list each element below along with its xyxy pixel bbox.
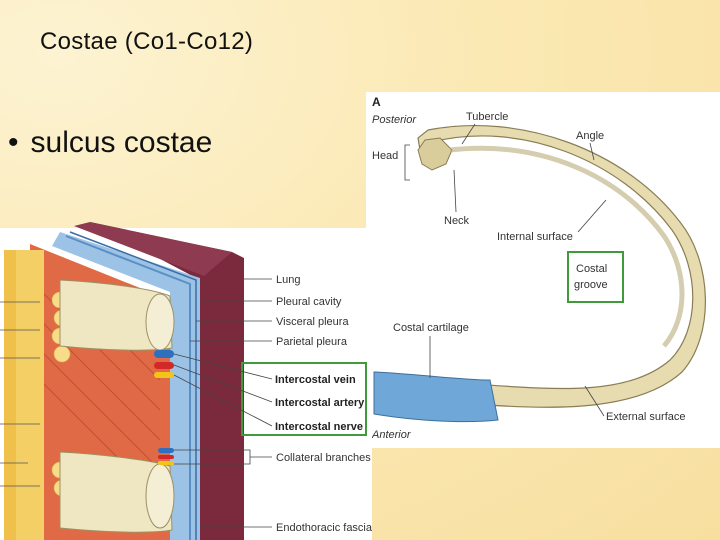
label-intercostal-artery: Intercostal artery [275, 397, 365, 409]
costal-cartilage [373, 371, 499, 423]
label-endothoracic-fascia: Endothoracic fascia [276, 522, 373, 534]
bullet-text: sulcus costae [30, 126, 213, 159]
collateral-nerve-shape [158, 461, 174, 465]
visceral-pleura-line [69, 231, 197, 540]
upper-rib-section [59, 279, 173, 351]
label-visceral-pleura: Visceral pleura [276, 316, 349, 328]
collateral-vein-shape [158, 448, 174, 453]
label-lung: Lung [276, 274, 300, 286]
label-head: Head [372, 150, 398, 162]
label-costal-cartilage: Costal cartilage [393, 322, 469, 334]
neurovascular-highlight-box [241, 362, 367, 436]
rib-figure: A Posterior Tubercle Angle Head Neck Int… [366, 92, 720, 448]
left-leader-ticks [0, 301, 40, 487]
label-internal-surface: Internal surface [497, 231, 573, 243]
lower-rib-end [145, 463, 175, 529]
intercostal-nerve-shape [154, 372, 174, 378]
intercostal-section-figure: Lung Pleural cavity Visceral pleura Pari… [0, 222, 373, 540]
lower-rib-section [59, 451, 173, 533]
label-intercostal-vein: Intercostal vein [275, 374, 356, 386]
label-parietal-pleura: Parietal pleura [276, 336, 348, 348]
costal-groove-highlight-box [567, 251, 624, 303]
leader-external-surface [584, 385, 605, 417]
bullet-dot-icon: • [8, 126, 19, 159]
slide-title: Costae (Co1-Co12) [40, 28, 254, 55]
label-anterior: Anterior [371, 429, 412, 441]
rib-head [417, 137, 453, 171]
intercostal-vein-shape [154, 350, 174, 358]
pleura-layers [52, 232, 200, 540]
label-costal-groove-1: Costal [576, 263, 607, 275]
leader-angle [589, 142, 595, 161]
lung-top [74, 222, 232, 276]
label-intercostal-nerve: Intercostal nerve [275, 421, 363, 433]
skin-layer [4, 250, 16, 540]
label-posterior: Posterior [372, 114, 417, 126]
bracket-head [404, 144, 410, 181]
leader-neck [453, 169, 457, 213]
rib-groove-shade [449, 145, 685, 348]
panel-letter: A [372, 95, 381, 109]
label-pleural-cavity: Pleural cavity [276, 296, 342, 308]
label-costal-groove-2: groove [574, 279, 608, 291]
label-neck: Neck [444, 215, 470, 227]
leader-intercostal-nerve [173, 374, 273, 427]
leader-intercostal-artery [173, 364, 273, 403]
upper-rib-end [145, 293, 175, 351]
intercostal-artery-shape [154, 362, 174, 369]
label-tubercle: Tubercle [466, 111, 508, 123]
label-angle: Angle [576, 130, 604, 142]
label-external-surface: External surface [606, 411, 685, 423]
lung-block [90, 222, 244, 540]
label-collateral-branches: Collateral branches [276, 452, 371, 464]
leader-internal-surface [577, 199, 607, 233]
bullet-item: • sulcus costae [8, 126, 212, 160]
leader-tubercle [461, 123, 476, 145]
parietal-pleura-line [65, 235, 191, 540]
collateral-artery-shape [158, 455, 174, 459]
leader-intercostal-vein [173, 353, 273, 380]
